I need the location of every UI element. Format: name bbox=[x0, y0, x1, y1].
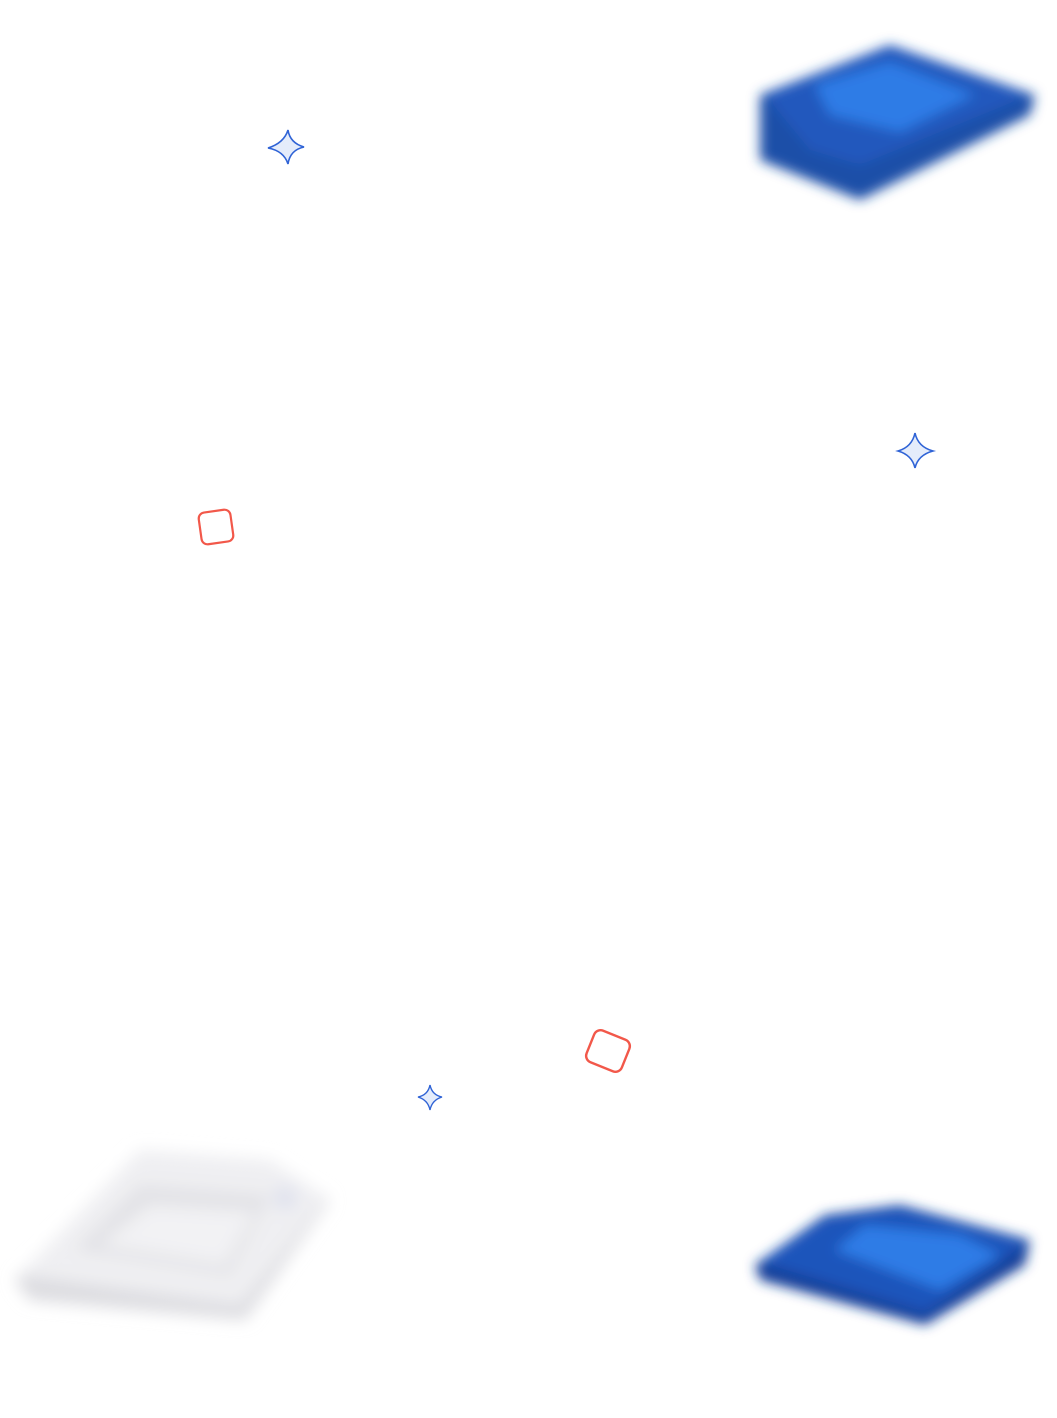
rounded-square-icon bbox=[584, 1029, 632, 1073]
sparkle-icon bbox=[417, 1084, 443, 1111]
sparkle-icon bbox=[895, 432, 937, 469]
sim-card-icon bbox=[755, 1205, 1030, 1325]
sim-card-icon bbox=[760, 45, 1035, 200]
sim-card-icon bbox=[15, 1150, 330, 1320]
sparkle-icon bbox=[267, 129, 305, 165]
rounded-square-icon bbox=[197, 508, 235, 546]
